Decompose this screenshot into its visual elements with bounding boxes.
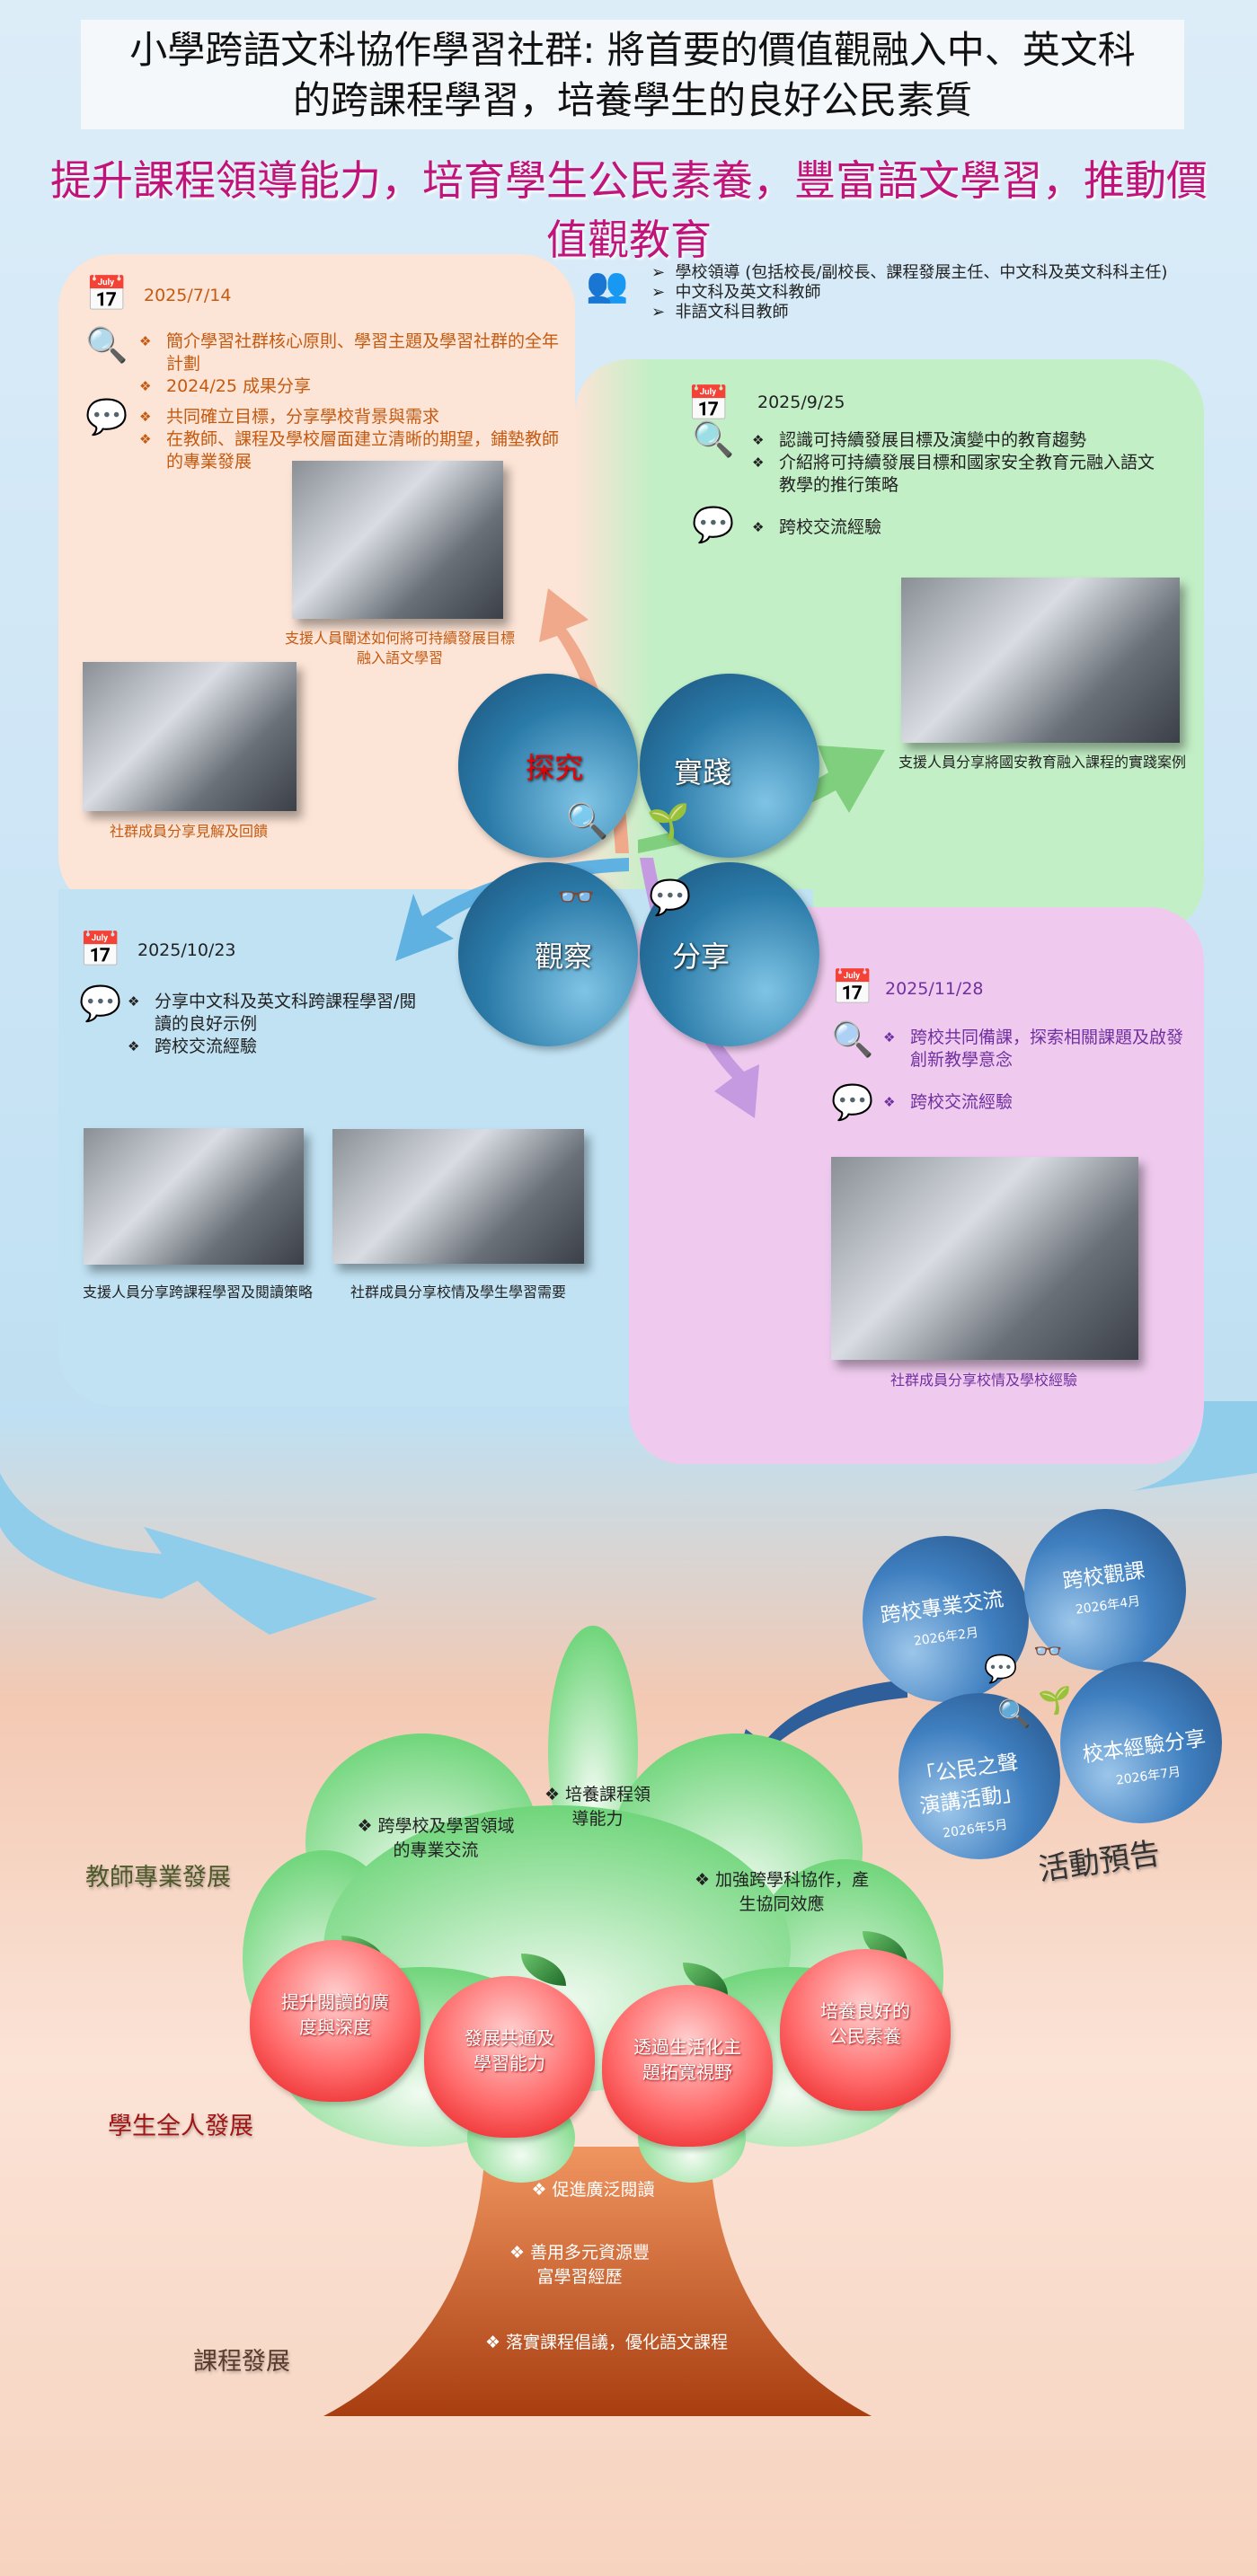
list-item: 跨校交流經驗	[883, 1091, 1153, 1114]
photo-caption: 社群成員分享校情及學校經驗	[890, 1372, 1077, 1389]
list-item: 跨校交流經驗	[752, 516, 1111, 539]
photo-caption: 支援人員分享跨課程學習及閱讀策略	[82, 1284, 313, 1301]
list-item: 介紹將可持續發展目標和國家安全教育元融入語文教學的推行策略	[752, 452, 1165, 497]
apple: 提升閱讀的廣度與深度	[250, 1940, 420, 2102]
cycle-label-explore: 探究	[526, 751, 584, 785]
cycle-label-share: 分享	[672, 940, 730, 974]
session-date: 2025/9/25	[757, 393, 845, 412]
tree-trunk	[323, 2147, 872, 2416]
participant: ➢ 非語文科目教師	[651, 303, 789, 322]
glasses-icon: 👓	[557, 879, 596, 915]
chat-icon: 💬	[984, 1654, 1018, 1685]
calendar-icon: 📅	[687, 384, 730, 423]
participant: ➢ 學校領導 (包括校長/副校長、課程發展主任、中文科及英文科科主任)	[651, 263, 1168, 282]
poster-title: 小學跨語文科協作學習社群: 將首要的價值觀融入中、英文科 的跨課程學習，培養學生…	[81, 20, 1184, 129]
share-list: 跨校交流經驗	[883, 1091, 1153, 1114]
arrow-activity-to-tree	[732, 1680, 907, 1774]
list-item: 跨校共同備課，探索相關課題及啟發創新教學意念	[883, 1027, 1189, 1072]
search-icon: 🔍	[831, 1019, 874, 1059]
list-item: 在教師、課程及學校層面建立清晰的期望，鋪墊教師的專業發展	[139, 428, 571, 473]
photo	[831, 1157, 1138, 1360]
trunk-text: ❖ 促進廣泛閱讀	[531, 2180, 655, 2200]
activity-circle	[863, 1536, 1029, 1702]
session-date: 2025/10/23	[137, 940, 236, 960]
list-item: 認識可持續發展目標及演變中的教育趨勢	[752, 429, 1165, 452]
participants-list: ➢ 學校領導 (包括校長/副校長、課程發展主任、中文科及英文科科主任) ➢ 中文…	[651, 263, 1167, 322]
leaf-text: ❖ 跨學校及學習領域的專業交流	[357, 1816, 515, 1860]
arrow-to-tree	[0, 1473, 377, 1635]
share-list: 跨校交流經驗	[752, 516, 1111, 539]
activity-circle	[1024, 1509, 1186, 1671]
search-icon: 🔍	[85, 325, 128, 365]
photo	[901, 578, 1180, 743]
glasses-icon: 👓	[1033, 1638, 1063, 1665]
list-item: 分享中文科及英文科跨課程學習/閱讀的良好示例	[128, 991, 433, 1036]
explore-list: 簡介學習社群核心原則、學習主題及學習社群的全年計劃 2024/25 成果分享	[139, 331, 562, 398]
share-list: 分享中文科及英文科跨課程學習/閱讀的良好示例 跨校交流經驗	[128, 991, 433, 1058]
hand-plant-icon: 🌱	[647, 801, 690, 841]
search-icon: 🔍	[997, 1698, 1031, 1730]
list-item: 跨校交流經驗	[128, 1036, 433, 1058]
title-line-1: 小學跨語文科協作學習社群: 將首要的價值觀融入中、英文科	[129, 28, 1136, 72]
chat-icon: 💬	[79, 984, 122, 1023]
arrow-down-right	[640, 858, 759, 1118]
photo-caption: 社群成員分享見解及回饋	[109, 823, 268, 840]
list-item: 簡介學習社群核心原則、學習主題及學習社群的全年計劃	[139, 331, 562, 375]
photo	[83, 662, 297, 811]
share-list: 共同確立目標，分享學校背景與需求 在教師、課程及學校層面建立清晰的期望，鋪墊教師…	[139, 406, 571, 473]
hand-plant-icon: 🌱	[1038, 1685, 1072, 1716]
photo-caption: 支援人員闡述如何將可持續發展目標融入語文學習	[284, 630, 515, 666]
activity-item: 「公民之聲演講活動」2026年5月	[914, 1751, 1024, 1841]
title-line-2: 的跨課程學習，培養學生的良好公民素質	[292, 78, 972, 122]
photo-caption: 支援人員分享將國安教育融入課程的實踐案例	[898, 754, 1186, 771]
leaf-text: ❖ 加強跨學科協作，產生協同效應	[694, 1870, 870, 1914]
cycle-circle-observe	[458, 862, 638, 1046]
trunk-text: ❖ 善用多元資源豐富學習經歷	[509, 2243, 651, 2287]
explore-list: 認識可持續發展目標及演變中的教育趨勢 介紹將可持續發展目標和國家安全教育元融入語…	[752, 429, 1165, 497]
team-search-icon: 👥	[586, 265, 629, 304]
photo	[332, 1129, 584, 1264]
cycle-circle-share	[640, 862, 819, 1046]
apple: 發展共通及學習能力	[424, 1976, 595, 2138]
search-icon: 🔍	[692, 419, 735, 459]
list-item: 共同確立目標，分享學校背景與需求	[139, 406, 571, 428]
chat-icon: 💬	[85, 397, 128, 437]
explore-list: 跨校共同備課，探索相關課題及啟發創新教學意念	[883, 1027, 1189, 1072]
leaf-text: ❖ 培養課程領導能力	[544, 1785, 651, 1829]
activity-circle	[1060, 1662, 1222, 1823]
search-icon: 🔍	[566, 801, 609, 841]
arrow-edge	[1132, 1401, 1257, 1491]
calendar-icon: 📅	[79, 930, 122, 969]
trunk-text: ❖ 落實課程倡議，優化語文課程	[484, 2333, 729, 2352]
participant: ➢ 中文科及英文科教師	[651, 283, 821, 302]
arrow-up-left	[539, 588, 629, 853]
chat-icon: 💬	[649, 878, 692, 917]
cycle-circle-practice	[640, 674, 819, 858]
photo	[292, 461, 503, 619]
activity-circle	[898, 1693, 1060, 1859]
subtitle: 提升課程領導能力，培育學生公民素養，豐富語文學習，推動價值觀教育	[50, 156, 1208, 264]
photo-caption: 社群成員分享校情及學生學習需要	[350, 1284, 566, 1301]
cycle-label-practice: 實踐	[674, 755, 732, 790]
cycle-label-observe: 觀察	[535, 940, 593, 974]
calendar-icon: 📅	[831, 967, 874, 1007]
chat-icon: 💬	[831, 1082, 874, 1122]
chat-icon: 💬	[692, 505, 735, 544]
apple: 培養良好的公民素養	[780, 1949, 951, 2111]
photo	[84, 1128, 304, 1265]
apple: 透過生活化主題拓寬視野	[602, 1985, 773, 2147]
label-curriculum-development: 課程發展	[193, 2348, 290, 2376]
label-teacher-development: 教師專業發展	[85, 1864, 231, 1892]
label-student-development: 學生全人發展	[108, 2113, 253, 2140]
session-date: 2025/11/28	[885, 979, 984, 999]
calendar-icon: 📅	[85, 274, 128, 313]
cycle-circle-explore	[458, 674, 638, 858]
list-item: 2024/25 成果分享	[139, 375, 562, 398]
session-date: 2025/7/14	[144, 286, 232, 305]
